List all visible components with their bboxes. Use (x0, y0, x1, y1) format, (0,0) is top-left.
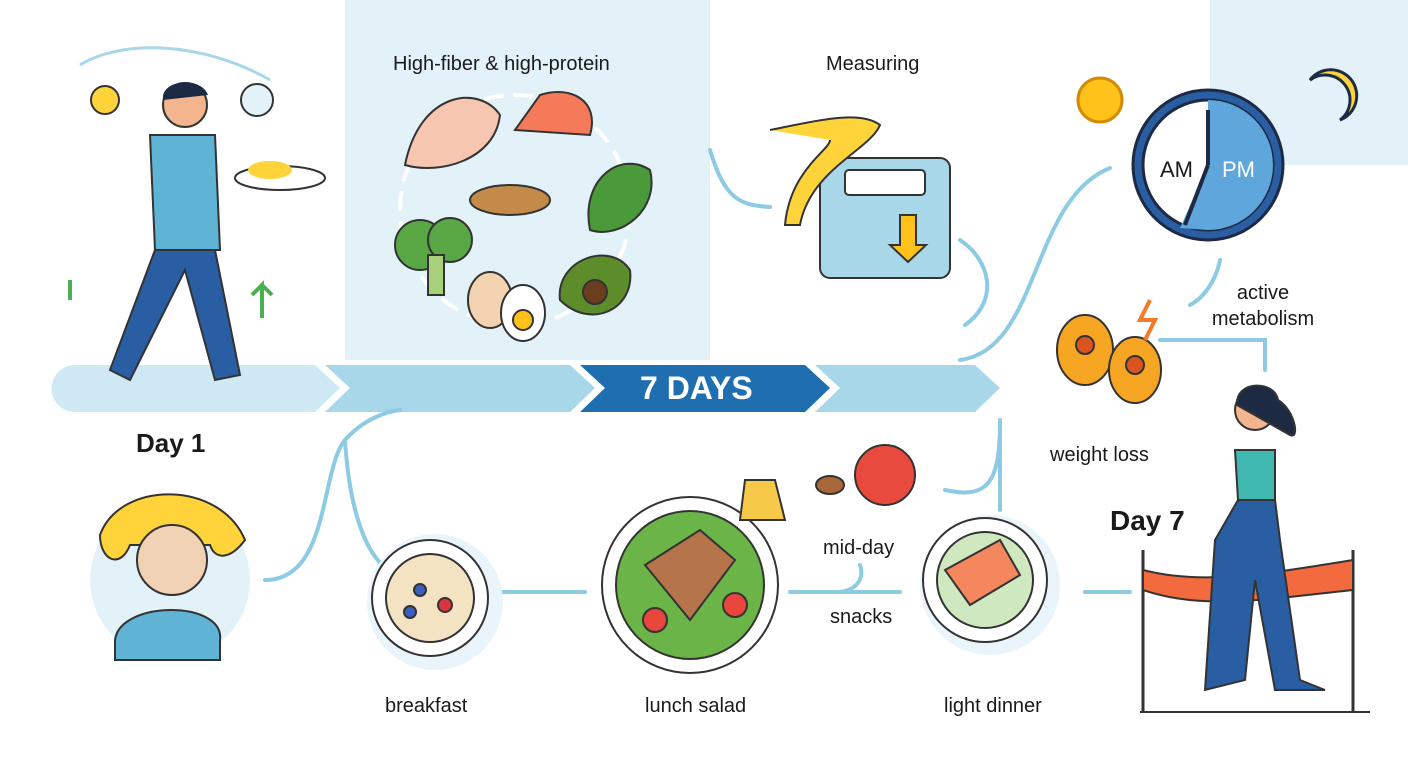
clock-pm: PM (1222, 157, 1255, 182)
metabolism-cells (1056, 299, 1162, 404)
snack-label-bottom: snacks (830, 606, 893, 628)
scale (769, 116, 951, 279)
day-1-label: Day 1 (136, 428, 206, 458)
dinner-label: light dinner (944, 695, 1042, 717)
measuring-title: Measuring (826, 53, 920, 75)
timeline-label: 7 DAYS (640, 370, 753, 406)
lunch-label: lunch salad (645, 695, 747, 717)
clock-am: AM (1160, 157, 1193, 182)
meal-plates (367, 444, 1060, 674)
breakfast-label: breakfast (385, 695, 468, 717)
timeline-band (51, 365, 1000, 412)
person-day1 (68, 46, 326, 382)
clock (1076, 68, 1359, 242)
person-start (90, 493, 250, 661)
active-metabolism-label: active metabolism (1211, 282, 1315, 330)
weight-loss-label: weight loss (1050, 444, 1149, 466)
person-day7 (1140, 384, 1370, 713)
snack-label-top: mid-day (823, 537, 895, 559)
day-7-label: Day 7 (1110, 505, 1185, 536)
foods-title: High-fiber & high-protein (393, 53, 610, 75)
food-collage (394, 90, 653, 342)
